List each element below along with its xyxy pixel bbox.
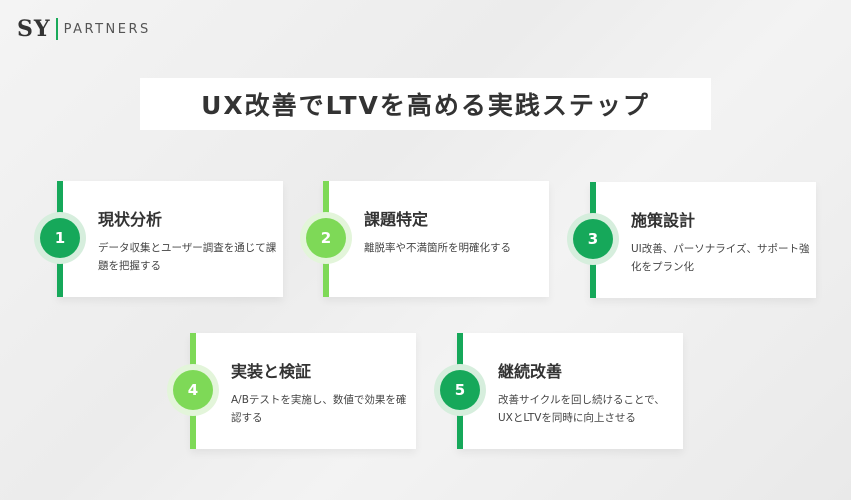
- page-title: UX改善でLTVを高める実践ステップ: [140, 78, 711, 130]
- step-description: 改善サイクルを回し続けることで、UXとLTVを同時に向上させる: [498, 394, 665, 424]
- step-number-badge: 5: [434, 364, 486, 416]
- step-number-badge: 1: [34, 212, 86, 264]
- step-description: データ収集とユーザー調査を通じて課題を把握する: [98, 242, 277, 272]
- step-number: 2: [306, 218, 346, 258]
- step-number-badge: 3: [567, 213, 619, 265]
- step-description: A/Bテストを実施し、数値で効果を確認する: [231, 394, 407, 424]
- step-title: 継続改善: [498, 362, 563, 381]
- step-number: 4: [173, 370, 213, 410]
- step-title: 課題特定: [364, 210, 429, 229]
- step-card-5: 5 継続改善 改善サイクルを回し続けることで、UXとLTVを同時に向上させる: [434, 333, 683, 449]
- step-card-2: 2 課題特定 離脱率や不満箇所を明確化する: [300, 181, 549, 297]
- step-number-badge: 2: [300, 212, 352, 264]
- step-number: 1: [40, 218, 80, 258]
- step-card-1: 1 現状分析 データ収集とユーザー調査を通じて課題を把握する: [34, 181, 283, 297]
- logo-text: PARTNERS: [63, 21, 151, 37]
- step-card-3: 3 施策設計 UI改善、パーソナライズ、サポート強化をプラン化: [567, 182, 816, 298]
- logo: SY PARTNERS: [17, 16, 151, 42]
- step-number-badge: 4: [167, 364, 219, 416]
- step-title: 実装と検証: [231, 362, 312, 381]
- step-card-4: 4 実装と検証 A/Bテストを実施し、数値で効果を確認する: [167, 333, 416, 449]
- step-title: 現状分析: [98, 210, 163, 229]
- step-description: UI改善、パーソナライズ、サポート強化をプラン化: [631, 243, 810, 273]
- step-title: 施策設計: [631, 211, 696, 230]
- step-number: 5: [440, 370, 480, 410]
- logo-divider: [55, 18, 58, 40]
- step-number: 3: [573, 219, 613, 259]
- step-description: 離脱率や不満箇所を明確化する: [364, 242, 511, 254]
- logo-mark: SY: [17, 16, 51, 42]
